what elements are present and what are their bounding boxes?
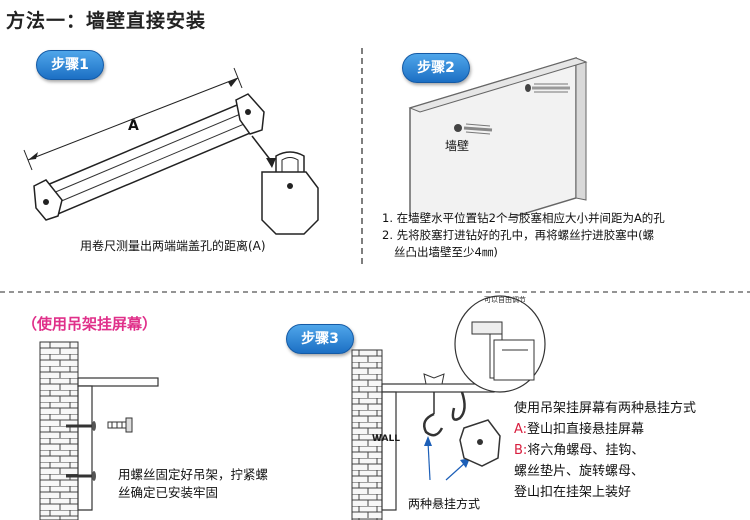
bracket-caption-line2: 丝确定已安装牢固 [118, 485, 219, 500]
instruction-1: 1. 在墙壁水平位置钻2个与胶塞相应大小并间距为A的孔 [382, 211, 665, 225]
brick-wall [39, 341, 79, 520]
measurement-line-a [23, 67, 243, 171]
wall-panel [408, 56, 588, 218]
page-title: 方法一：墙壁直接安装 [6, 10, 207, 32]
step2-diagram [408, 56, 588, 218]
wall-bracket [381, 383, 495, 511]
method-b-text-3: 登山扣在挂架上装好 [514, 485, 632, 500]
step2-instructions: 1. 在墙壁水平位置钻2个与胶塞相应大小并间距为A的孔 2. 先将胶塞打进钻好的… [382, 210, 748, 261]
bracket-caption: 用螺丝固定好吊架，拧紧螺 丝确定已安装牢固 [118, 466, 268, 502]
step1-badge: 步骤1 [36, 50, 104, 80]
brick-wall [351, 349, 383, 520]
direction-arrows [424, 436, 470, 481]
step3-badge: 步骤3 [286, 324, 354, 354]
adjust-bracket-detail [471, 321, 535, 381]
method-a-letter: A: [514, 422, 528, 437]
hung-end-cap [459, 419, 501, 467]
method-b-letter: B: [514, 443, 528, 458]
method-b: B:将六角螺母、挂钩、 [514, 440, 746, 461]
wall-label: 墙壁 [445, 139, 470, 153]
step3-hanging-diagram [351, 349, 501, 520]
loose-screw [107, 417, 133, 433]
method-b-text-1: 将六角螺母、挂钩、 [527, 443, 645, 458]
step2-badge: 步骤2 [402, 53, 470, 83]
wall-bracket [77, 377, 159, 511]
method-a-text: 登山扣直接悬挂屏幕 [527, 422, 645, 437]
end-cap-detail [261, 151, 319, 235]
open-hook [423, 392, 444, 437]
adjust-label: 可以自由调节 [484, 296, 526, 304]
hanging-methods: 使用吊架挂屏幕有两种悬挂方式 A:登山扣直接悬挂屏幕 B:将六角螺母、挂钩、 螺… [514, 398, 746, 503]
method-b-text-2: 螺丝垫片、旋转螺母、 [514, 464, 645, 479]
bracket-screws [66, 421, 96, 481]
zoom-arrow [251, 135, 276, 168]
instruction-2: 2. 先将胶塞打进钻好的孔中，再将螺丝拧进胶塞中(螺 [382, 228, 655, 242]
bracket-diagram [39, 341, 159, 520]
right-screw-hole [525, 83, 570, 93]
wall-text-label: WALL [372, 434, 400, 444]
left-screw-hole [454, 123, 493, 135]
wing-nut [423, 373, 445, 385]
bracket-caption-line1: 用螺丝固定好吊架，拧紧螺 [118, 467, 269, 482]
screen-roller-tube [38, 101, 264, 215]
right-end-cap [235, 93, 265, 135]
dimension-label-a: A [128, 118, 139, 134]
method-a: A:登山扣直接悬挂屏幕 [514, 419, 746, 440]
adjust-detail-diagram [454, 295, 546, 393]
methods-title: 使用吊架挂屏幕有两种悬挂方式 [514, 401, 697, 416]
step1-diagram: A [23, 67, 319, 235]
instruction-3: 丝凸出墙壁至少4㎜) [394, 245, 498, 259]
carabiner [451, 391, 466, 421]
bracket-section-title: （使用吊架挂屏幕） [22, 315, 158, 333]
left-end-cap [33, 179, 63, 221]
hang-caption: 两种悬挂方式 [408, 497, 481, 511]
step1-caption: 用卷尺测量出两端端盖孔的距离(A) [80, 239, 266, 253]
